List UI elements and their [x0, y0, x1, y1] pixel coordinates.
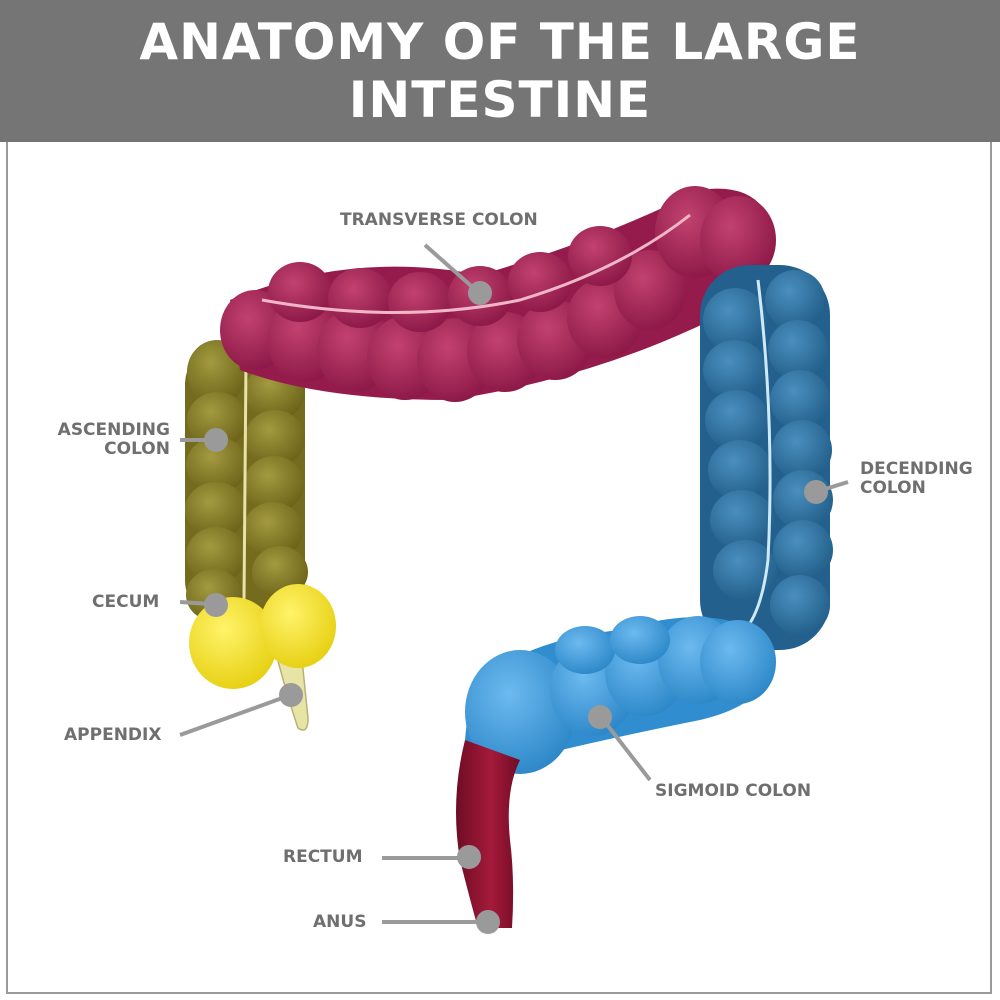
leader-lines: [179, 243, 849, 934]
label-cecum: CECUM: [92, 592, 160, 612]
title-bar: ANATOMY OF THE LARGE INTESTINE: [0, 0, 1000, 142]
label-appendix: APPENDIX: [64, 725, 162, 745]
label-rectum: RECTUM: [283, 847, 363, 867]
sigmoid-colon-shape: [465, 616, 776, 774]
rectum-shape: [456, 740, 520, 928]
label-decending-colon: DECENDING COLON: [860, 459, 973, 498]
ascending-colon-shape: [185, 340, 308, 625]
transverse-colon-shape: [220, 186, 776, 402]
cecum-shape: [189, 584, 336, 689]
label-ascending-colon: ASCENDING COLON: [57, 420, 170, 459]
label-transverse-colon: TRANSVERSE COLON: [340, 210, 538, 230]
label-anus: ANUS: [313, 912, 367, 932]
label-sigmoid-colon: SIGMOID COLON: [655, 781, 812, 801]
descending-colon-shape: [700, 265, 833, 650]
diagram-frame: [6, 142, 992, 994]
page-title: ANATOMY OF THE LARGE INTESTINE: [139, 13, 861, 129]
